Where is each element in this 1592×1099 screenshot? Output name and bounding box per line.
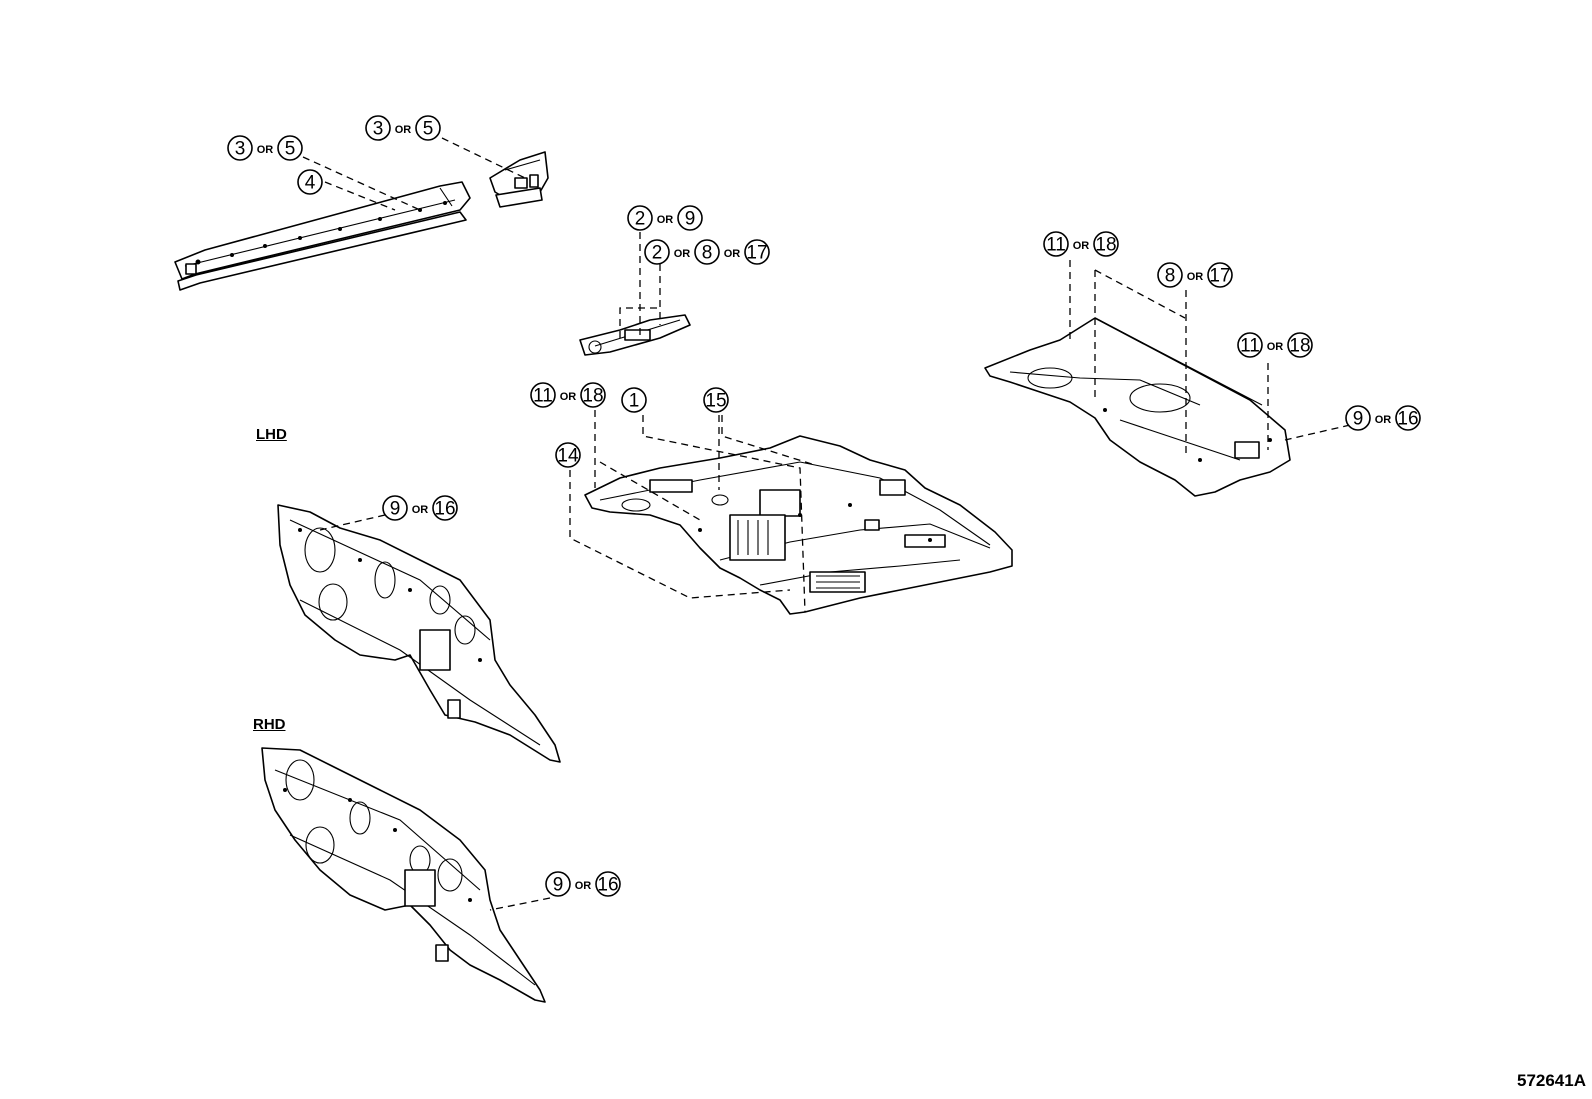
callout-number: 8: [702, 243, 713, 264]
callout-circle: [595, 871, 621, 897]
callout-number: 9: [1353, 409, 1364, 430]
floor-reinforcement-part[interactable]: [579, 314, 691, 356]
callout-circle: [621, 387, 647, 413]
or-label: OR: [1375, 414, 1392, 426]
callout-number: 15: [705, 391, 726, 412]
rear-floor-pan-part[interactable]: [984, 317, 1291, 497]
front-floor-pan-part[interactable]: [584, 435, 1013, 615]
callout-number: 1: [629, 391, 640, 412]
callout-number: 11: [533, 386, 553, 407]
callout-c14[interactable]: 9 OR 16: [382, 495, 458, 521]
callout-number: 18: [582, 386, 603, 407]
callout-c9[interactable]: 14: [555, 442, 581, 468]
callout-c12[interactable]: 11 OR 18: [1237, 332, 1313, 358]
or-label: OR: [1267, 341, 1284, 353]
callout-number: 4: [305, 173, 316, 194]
callout-circle: [1237, 332, 1263, 358]
rhd-label: RHD: [253, 716, 286, 733]
callout-number: 3: [373, 119, 384, 140]
leader-lines: [302, 137, 1351, 911]
callout-number: 9: [390, 499, 401, 520]
callout-number: 11: [1240, 336, 1260, 357]
or-label: OR: [560, 391, 577, 403]
callout-number: 2: [652, 243, 663, 264]
callout-c10[interactable]: 11 OR 18: [1043, 231, 1119, 257]
callout-circle: [277, 135, 303, 161]
callout-circle: [580, 382, 606, 408]
rocker-panel-part[interactable]: [174, 181, 471, 291]
or-label: OR: [1187, 271, 1204, 283]
callout-c3[interactable]: 4: [297, 169, 323, 195]
callout-c4[interactable]: 2 OR 9: [627, 205, 703, 231]
callout-c8[interactable]: 15: [703, 387, 729, 413]
callout-circle: [1287, 332, 1313, 358]
callout-circle: [227, 135, 253, 161]
callout-number: 9: [553, 875, 564, 896]
callout-c5[interactable]: 2 OR 8 OR 17: [644, 239, 770, 265]
callout-circle: [382, 495, 408, 521]
dash-panel-lhd-part[interactable]: [277, 504, 561, 763]
callout-circle: [694, 239, 720, 265]
callout-number: 16: [1397, 409, 1418, 430]
callout-c11[interactable]: 8 OR 17: [1157, 262, 1233, 288]
callout-circle: [1043, 231, 1069, 257]
callout-circle: [1093, 231, 1119, 257]
callout-number: 18: [1095, 235, 1116, 256]
callout-c7[interactable]: 1: [621, 387, 647, 413]
callout-number: 18: [1289, 336, 1310, 357]
callout-circle: [677, 205, 703, 231]
lhd-label: LHD: [256, 426, 287, 443]
callout-c15[interactable]: 9 OR 16: [545, 871, 621, 897]
callout-circle: [545, 871, 571, 897]
callout-circle: [530, 382, 556, 408]
or-label: OR: [412, 504, 429, 516]
callout-circle: [365, 115, 391, 141]
callout-circle: [744, 239, 770, 265]
callout-number: 16: [597, 875, 618, 896]
callout-number: 5: [285, 139, 296, 160]
callout-number: 17: [1209, 266, 1230, 287]
callout-number: 2: [635, 209, 646, 230]
callout-circle: [1157, 262, 1183, 288]
or-label: OR: [724, 248, 741, 260]
callout-circle: [415, 115, 441, 141]
callout-circle: [703, 387, 729, 413]
callout-circle: [297, 169, 323, 195]
or-label: OR: [395, 124, 412, 136]
callout-c2[interactable]: 3 OR 5: [365, 115, 441, 141]
callout-circle: [644, 239, 670, 265]
diagram-reference-code: 572641A: [1516, 1071, 1586, 1090]
callout-circle: [432, 495, 458, 521]
or-label: OR: [1073, 240, 1090, 252]
callout-circle: [555, 442, 581, 468]
corner-bracket-part[interactable]: [489, 151, 549, 208]
callout-number: 14: [557, 446, 579, 467]
callout-number: 17: [746, 243, 767, 264]
callout-circle: [1395, 405, 1421, 431]
or-label: OR: [657, 214, 674, 226]
callout-number: 8: [1165, 266, 1176, 287]
callout-c6[interactable]: 11 OR 18: [530, 382, 606, 408]
dash-panel-rhd-part[interactable]: [261, 747, 546, 1003]
callout-c1[interactable]: 3 OR 5: [227, 135, 303, 161]
callout-number: 9: [685, 209, 696, 230]
callout-number: 5: [423, 119, 434, 140]
callout-circle: [627, 205, 653, 231]
or-label: OR: [257, 144, 274, 156]
callout-number: 3: [235, 139, 246, 160]
or-label: OR: [575, 880, 592, 892]
callout-circle: [1207, 262, 1233, 288]
callout-number: 16: [434, 499, 455, 520]
callout-c13[interactable]: 9 OR 16: [1345, 405, 1421, 431]
or-label: OR: [674, 248, 691, 260]
callout-circle: [1345, 405, 1371, 431]
callout-number: 11: [1046, 235, 1066, 256]
